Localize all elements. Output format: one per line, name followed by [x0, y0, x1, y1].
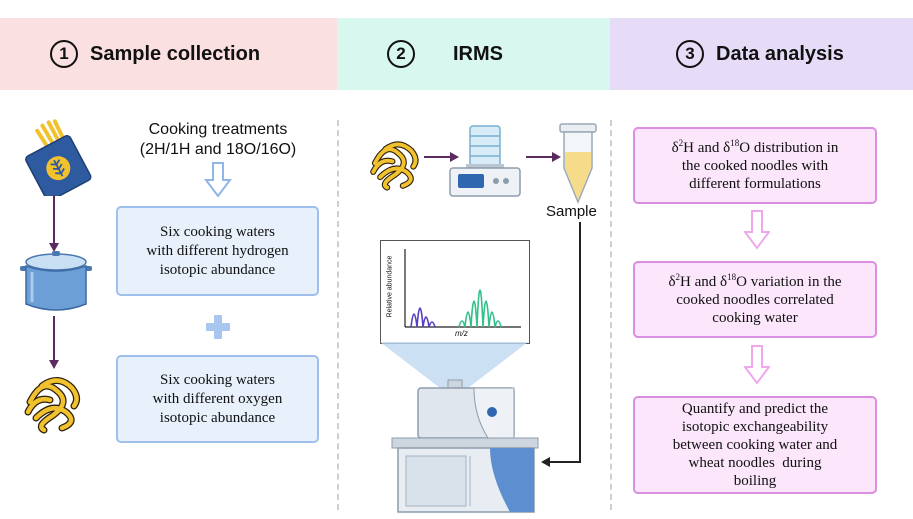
- box-text-line: different formulations: [689, 175, 821, 192]
- plus-icon: [206, 315, 230, 339]
- oxygen-waters-box: Six cooking waters with different oxygen…: [116, 355, 319, 443]
- step-title-1: Sample collection: [90, 42, 261, 65]
- delta-symbol: δ: [720, 273, 728, 290]
- box-text-line: Quantify and predict the: [681, 401, 829, 417]
- header-data-analysis: 3 Data analysis: [610, 18, 913, 90]
- arrow-down-icon: [49, 316, 59, 369]
- box-text: O variation in the: [736, 273, 842, 290]
- cooking-pot-icon: [20, 251, 92, 311]
- box-text-line: between cooking water and: [672, 437, 838, 453]
- arrow-right-icon: [526, 152, 561, 162]
- superscript: 2: [678, 137, 684, 148]
- step-number-2: 2: [387, 40, 415, 68]
- superscript: 18: [727, 271, 737, 282]
- column-divider-1: [337, 120, 339, 510]
- freeze-dryer-icon: [449, 125, 521, 197]
- box-text-line: isotopic abundance: [159, 261, 276, 278]
- flour-bag-icon: [25, 119, 92, 196]
- projection-cone: [380, 342, 528, 388]
- sample-tube-icon: [559, 123, 597, 204]
- arrow-down-icon: [49, 195, 59, 252]
- box-text-line: boiling: [733, 473, 777, 489]
- step-title-3: Data analysis: [716, 42, 844, 65]
- mass-spectrum-plot: [404, 249, 521, 328]
- delta-symbol: δ: [723, 139, 731, 156]
- box-text: H and: [683, 139, 724, 156]
- cooking-treatments-label: Cooking treatments (2H/1H and 18O/16O): [118, 120, 318, 160]
- spectrum-x-label: m/z: [455, 329, 468, 338]
- delta-symbol: δ: [668, 273, 676, 290]
- hollow-arrow-down-icon: [204, 162, 232, 198]
- box-text-line: wheat noodles during: [688, 455, 822, 471]
- hollow-arrow-down-icon: [744, 210, 770, 250]
- box-text-line: isotopic abundance: [159, 409, 276, 426]
- box-text: H and: [680, 273, 721, 290]
- box-text-line: isotopic exchangeability: [681, 419, 829, 435]
- box-text-line: Six cooking waters: [160, 223, 275, 240]
- sample-line-arrow-icon: [541, 222, 581, 467]
- hydrogen-waters-box: Six cooking waters with different hydrog…: [116, 206, 319, 296]
- variation-box: δ2H and δ18O variation in the cooked noo…: [633, 261, 877, 338]
- mass-spectrum-panel: Relative abundance m/z: [380, 240, 530, 344]
- box-text-line: with different oxygen: [152, 390, 283, 407]
- box-text-line: the cooked noodles with: [681, 157, 829, 174]
- cooking-treatments-line: (2H/1H and 18O/16O): [139, 141, 297, 158]
- noodles-icon: [24, 377, 81, 434]
- box-text-line: δ2H and δ18O distribution in: [671, 137, 839, 157]
- superscript: 18: [730, 137, 740, 148]
- step-number-3: 3: [676, 40, 704, 68]
- hollow-arrow-down-icon: [744, 345, 770, 385]
- sample-label: Sample: [546, 203, 597, 220]
- quantify-predict-box: Quantify and predict the isotopic exchan…: [633, 396, 877, 494]
- distribution-box: δ2H and δ18O distribution in the cooked …: [633, 127, 877, 204]
- noodles-icon: [370, 141, 419, 191]
- step-title-2: IRMS: [453, 42, 503, 65]
- superscript: 2: [675, 271, 681, 282]
- step-number-1: 1: [50, 40, 78, 68]
- arrow-right-icon: [424, 152, 459, 162]
- box-text-line: δ2H and δ18O variation in the: [668, 271, 842, 291]
- irms-instrument-icon: [391, 379, 539, 513]
- delta-symbol: δ: [671, 139, 679, 156]
- box-text-line: with different hydrogen: [146, 242, 289, 259]
- box-text-line: cooked noodles correlated: [676, 291, 834, 308]
- cooking-treatments-line: Cooking treatments: [148, 121, 288, 138]
- column-divider-2: [610, 120, 612, 510]
- box-text-line: cooking water: [712, 309, 798, 326]
- header-sample-collection: 1 Sample collection: [0, 18, 337, 90]
- header-irms: 2 IRMS: [337, 18, 610, 90]
- box-text: O distribution in: [739, 139, 839, 156]
- spectrum-y-label: Relative abundance: [386, 255, 394, 318]
- box-text-line: Six cooking waters: [160, 371, 275, 388]
